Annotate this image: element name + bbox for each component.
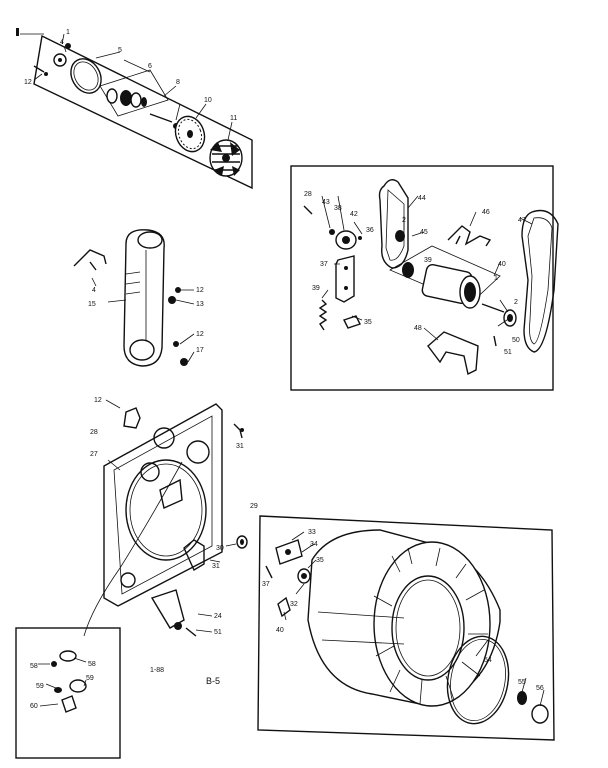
- drum-assembly-frame: [257, 515, 555, 741]
- callout-duct-2: 15: [88, 301, 96, 308]
- callout-drive-17: 48: [414, 325, 422, 332]
- blower-impeller-disk-part: [174, 115, 206, 153]
- callout-drive-12: 39: [424, 257, 432, 264]
- callout-bulkhead-1: 12: [94, 397, 102, 404]
- figure-caption: B-5: [206, 676, 220, 686]
- drum-bracket-part: [275, 539, 303, 565]
- motor-base-part: [427, 331, 479, 376]
- callout-drum-5: 37: [262, 581, 270, 588]
- callout-blower-4: 6: [148, 63, 152, 70]
- motor-mount-bracket-part: [447, 225, 492, 247]
- callout-drive-14: 1: [494, 275, 498, 282]
- callout-drive-18: 50: [512, 337, 520, 344]
- callout-duct-5: 12: [196, 331, 204, 338]
- idler-arm-part: [335, 255, 355, 303]
- callout-drive-1: 28: [304, 191, 312, 198]
- idler-spring-part: [318, 299, 328, 331]
- callout-drum-4: 35: [316, 557, 324, 564]
- callout-drive-6: 44: [418, 195, 426, 202]
- callout-drive-2: 43: [322, 199, 330, 206]
- callout-blower-6: 10: [204, 97, 212, 104]
- callout-drive-10: 47: [518, 217, 526, 224]
- callout-duct-4: 13: [196, 301, 204, 308]
- callout-bulkhead-7: 24: [214, 613, 222, 620]
- callout-drive-8: 45: [420, 229, 428, 236]
- idler-belt-part: [521, 209, 559, 353]
- callout-bulkhead-4: 27: [90, 451, 98, 458]
- callout-drum-2: 33: [308, 529, 316, 536]
- bearing-kit-part: [106, 88, 147, 108]
- callout-inset-3: 59: [86, 675, 94, 682]
- blower-assembly: [16, 28, 253, 190]
- callout-drive-16: 35: [364, 319, 372, 326]
- blower-wheel-part: [209, 139, 243, 177]
- drum-rear-bearing-part: [517, 691, 527, 705]
- callout-drum-6: 32: [290, 601, 298, 608]
- callout-drum-1: 29: [250, 503, 258, 510]
- callout-drive-7: 2: [402, 217, 406, 224]
- callout-drive-15: 39: [312, 285, 320, 292]
- callout-bulkhead-5: 30: [216, 545, 224, 552]
- drive-motor-frame: [290, 165, 554, 391]
- inset-detail: [15, 627, 121, 759]
- inset-frame: [15, 627, 121, 759]
- blower-seal-ring-part: [70, 58, 102, 94]
- drum-assembly: [257, 515, 555, 741]
- callout-drive-11: 37: [320, 261, 328, 268]
- callout-duct-6: 17: [196, 347, 204, 354]
- drum-part: [307, 529, 501, 707]
- callout-blower-8: 12: [24, 79, 32, 86]
- callout-inset-4: 59: [36, 683, 44, 690]
- callout-bulkhead-8: 51: [214, 629, 222, 636]
- callout-drive-20: 51: [504, 349, 512, 356]
- callout-duct-1: 4: [92, 287, 96, 294]
- duct-bracket-part: [73, 249, 107, 271]
- blower-shaft-part: [149, 113, 173, 123]
- callout-inset-5: 60: [30, 703, 38, 710]
- exhaust-duct-part: [123, 229, 165, 367]
- callout-drum-3: 34: [310, 541, 318, 548]
- small-mark: 1-88: [150, 667, 164, 674]
- callout-bulkhead-3: 31: [236, 443, 244, 450]
- callout-blower-7: 11: [230, 115, 237, 122]
- callout-drive-4: 42: [350, 211, 358, 218]
- callout-blower-5: 8: [176, 79, 180, 86]
- callout-drive-19: 2: [514, 299, 518, 306]
- drive-belt-part: [378, 179, 409, 269]
- drum-lamp-part: [150, 589, 197, 637]
- drum-cap-part: [531, 704, 549, 724]
- callout-bulkhead-2: 28: [90, 429, 98, 436]
- callout-bulkhead-6: 31: [212, 563, 220, 570]
- callout-blower-1: 1: [66, 29, 70, 36]
- blower-screw-part: [33, 65, 48, 76]
- bearing-kit-outline: [99, 69, 169, 117]
- callout-drive-9: 46: [482, 209, 490, 216]
- drive-motor-assembly: [290, 165, 559, 391]
- bulkhead-bracket-part: [183, 539, 205, 572]
- callout-blower-2: 4: [60, 39, 64, 46]
- bulkhead-pad-part: [123, 407, 141, 429]
- callout-drive-5: 36: [366, 227, 374, 234]
- idler-clip-part: [343, 315, 361, 329]
- callout-blower-3: 5: [118, 47, 122, 54]
- callout-drive-3: 38: [334, 205, 342, 212]
- callout-duct-3: 12: [196, 287, 204, 294]
- callout-drum-8: 54: [484, 657, 492, 664]
- blower-washer-part: [53, 43, 71, 67]
- front-bulkhead-assembly: [83, 399, 248, 637]
- callout-drum-10: 56: [536, 685, 544, 692]
- drum-seal-part: [446, 635, 510, 725]
- callout-drum-7: 40: [276, 627, 284, 634]
- bulkhead-panel-part: [103, 403, 223, 607]
- exhaust-duct-assembly: [73, 229, 195, 367]
- callout-inset-1: 58: [30, 663, 38, 670]
- motor-part: [402, 262, 505, 313]
- bulkhead-opening-part: [125, 459, 207, 561]
- callout-drive-13: 40: [498, 261, 506, 268]
- callout-drum-9: 55: [518, 679, 526, 686]
- callout-inset-2: 58: [88, 661, 96, 668]
